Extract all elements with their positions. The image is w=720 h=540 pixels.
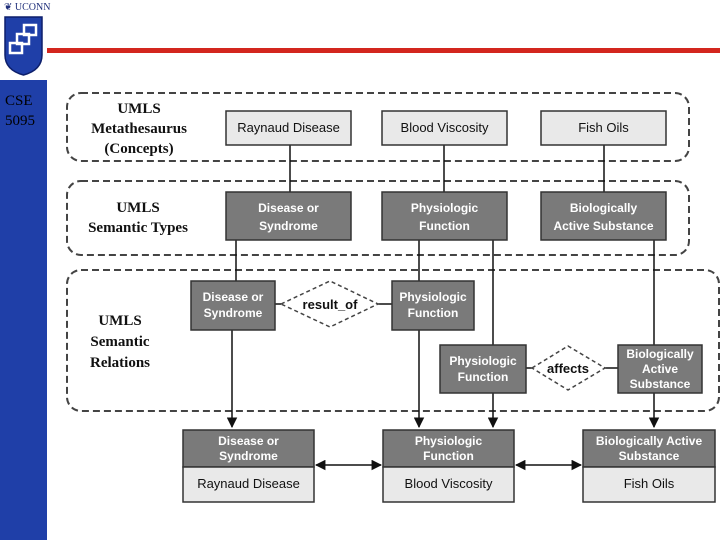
- relation-box: [190, 280, 276, 331]
- semantic-type-label: Physiologic: [411, 201, 479, 215]
- section-label: Metathesaurus: [91, 121, 187, 137]
- relation-name: result_of: [303, 297, 359, 312]
- concept-box: [381, 110, 508, 146]
- result-concept-box: [382, 466, 515, 503]
- semantic-types-section: [66, 180, 690, 256]
- section-label: Semantic: [90, 334, 150, 350]
- section-label: UMLS: [116, 200, 159, 216]
- result-type-box: [582, 429, 716, 468]
- result-type-label: Biologically Active: [596, 434, 703, 448]
- concept-box: [540, 110, 667, 146]
- semantic-type-box: [540, 191, 667, 241]
- university-name: UCONN: [14, 2, 51, 13]
- result-type-label: Function: [423, 449, 474, 463]
- uconn-logo-icon: [4, 16, 43, 76]
- relation-box: [391, 280, 475, 331]
- result-type-label: Syndrome: [219, 449, 278, 463]
- relation-box-label: Physiologic: [399, 290, 467, 304]
- semantic-type-label: Syndrome: [259, 219, 318, 233]
- course-code: CSE 5095: [5, 91, 35, 131]
- semantic-type-box: [381, 191, 508, 241]
- semantic-type-label: Disease or: [258, 201, 319, 215]
- relation-box-label: Substance: [630, 377, 691, 391]
- result-concept-label: Blood Viscosity: [405, 476, 493, 491]
- section-label: UMLS: [117, 101, 160, 117]
- section-label: (Concepts): [104, 141, 173, 157]
- relation-box-label: Syndrome: [204, 306, 263, 320]
- result-type-label: Disease or: [218, 434, 279, 448]
- course-line: CSE: [5, 93, 33, 109]
- relation-box-label: Active: [642, 362, 678, 376]
- concept-label: Raynaud Disease: [237, 120, 340, 135]
- seal-icon: ❦: [4, 2, 13, 13]
- university-label: ❦ UCONN: [4, 2, 50, 13]
- result-type-label: Substance: [619, 449, 680, 463]
- semantic-type-label: Function: [419, 219, 470, 233]
- sidebar-band: [0, 80, 47, 540]
- metathesaurus-section: [66, 92, 690, 162]
- result-type-label: Physiologic: [415, 434, 483, 448]
- concept-box: [225, 110, 352, 146]
- semantic-type-label: Biologically: [570, 201, 638, 215]
- accent-line: [47, 48, 720, 53]
- relation-diamond: [279, 280, 380, 328]
- result-type-box: [382, 429, 515, 468]
- section-label: UMLS: [98, 313, 141, 329]
- relation-box: [617, 344, 703, 394]
- section-label: Semantic Types: [88, 220, 188, 236]
- section-label: Relations: [90, 355, 150, 371]
- relation-box-label: Function: [408, 306, 459, 320]
- relation-name: affects: [547, 361, 589, 376]
- result-concept-box: [182, 466, 315, 503]
- semantic-type-label: Active Substance: [553, 219, 653, 233]
- relation-box-label: Function: [458, 370, 509, 384]
- semantic-relations-section: [66, 269, 720, 412]
- relation-box-label: Disease or: [203, 290, 264, 304]
- concept-label: Blood Viscosity: [401, 120, 489, 135]
- relation-box-label: Physiologic: [449, 354, 517, 368]
- relation-box: [439, 344, 527, 394]
- semantic-type-box: [225, 191, 352, 241]
- relation-box-label: Biologically: [626, 347, 694, 361]
- result-concept-label: Fish Oils: [624, 476, 675, 491]
- sidebar: ❦ UCONN CSE 5095: [0, 0, 50, 540]
- result-concept-box: [582, 466, 716, 503]
- course-line: 5095: [5, 113, 35, 129]
- connector-lines: [226, 145, 660, 471]
- result-concept-label: Raynaud Disease: [197, 476, 300, 491]
- relation-diamond: [530, 345, 607, 391]
- concept-label: Fish Oils: [578, 120, 629, 135]
